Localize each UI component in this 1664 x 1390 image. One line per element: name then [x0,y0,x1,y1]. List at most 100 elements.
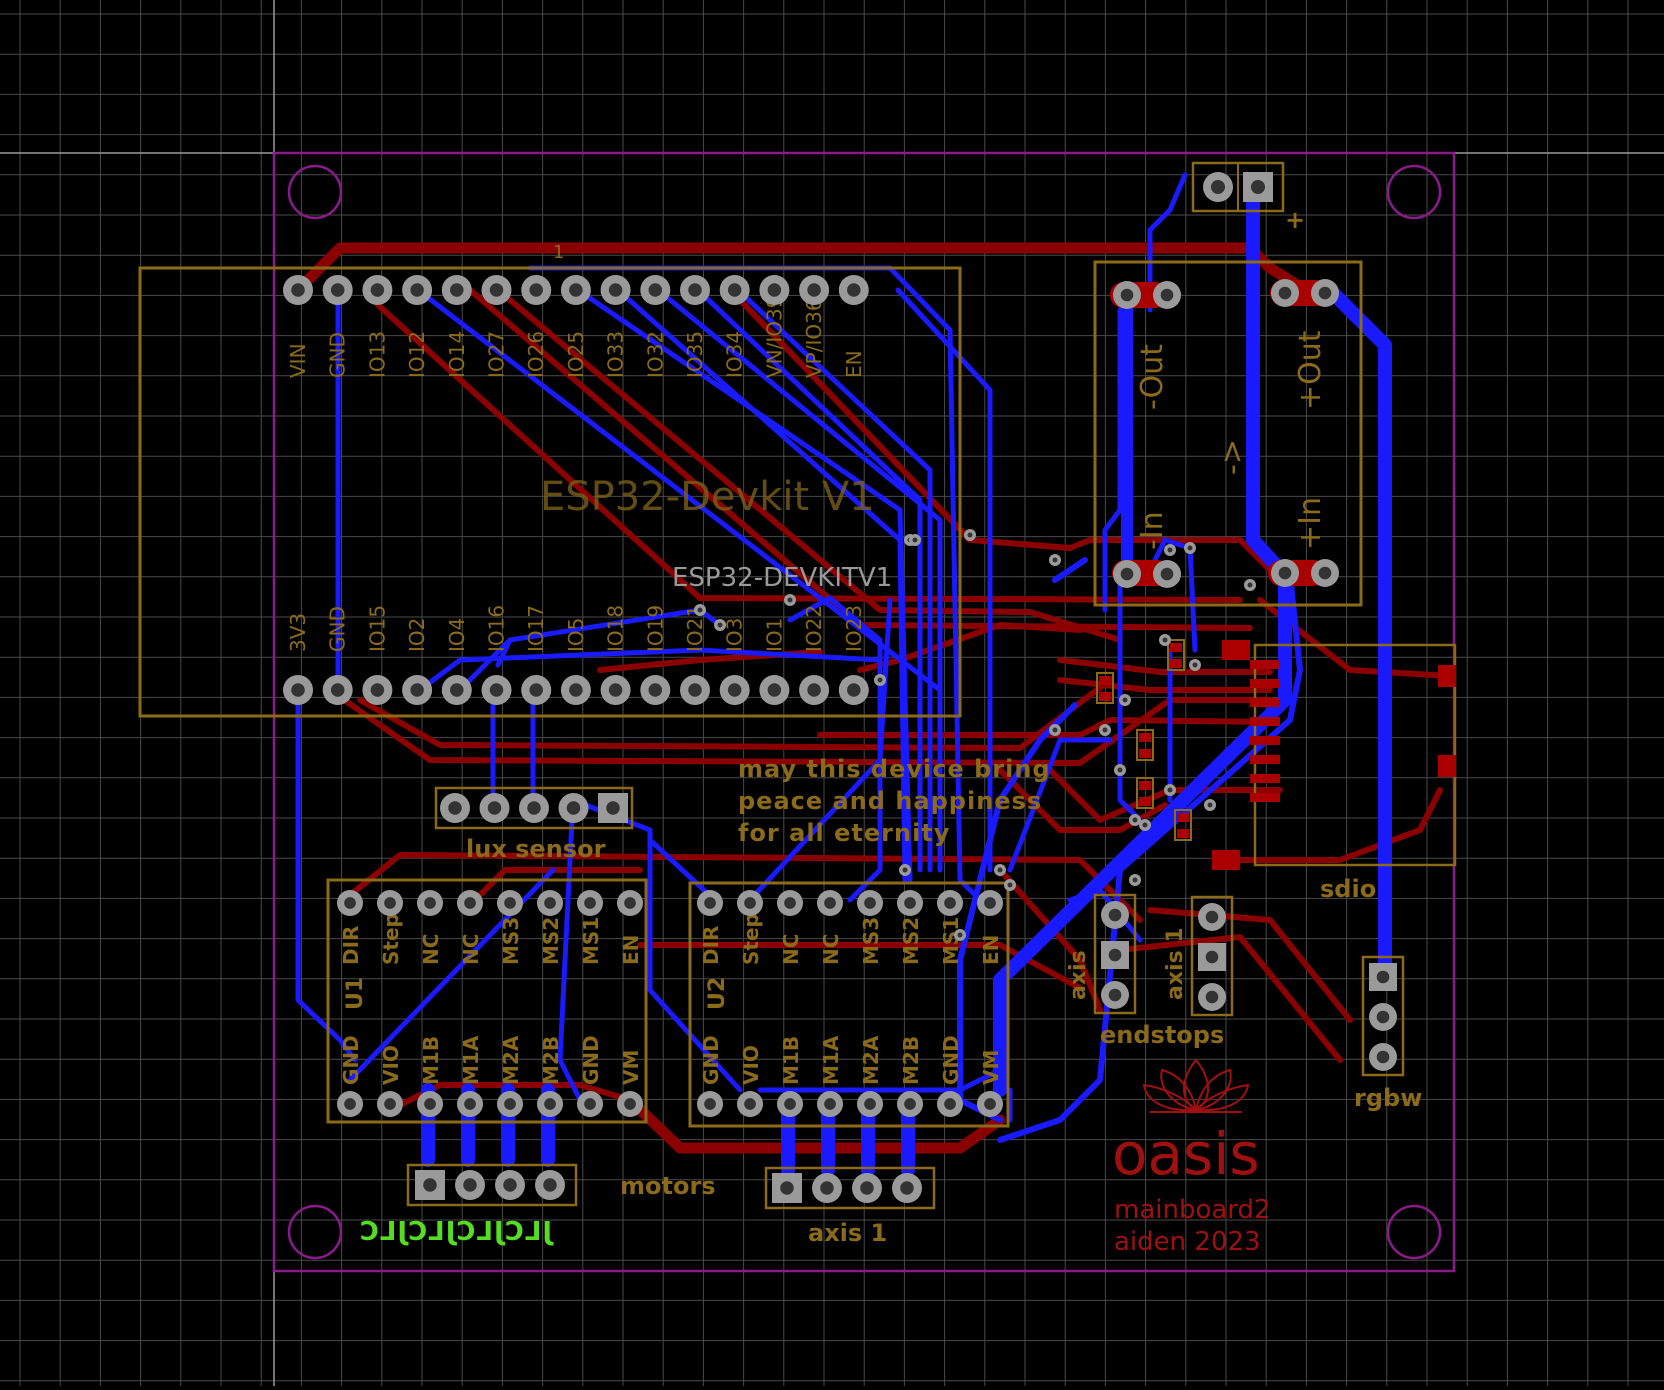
pin-label: NC [419,934,443,965]
smd-pad [1438,665,1456,687]
pad-hole [384,1098,396,1110]
blessing-line-3: for all eternity [738,819,950,847]
smd-pad [1438,755,1456,777]
pad-hole [529,283,543,297]
buck-converter[interactable]: -Out +Out -In +In -> [1093,260,1363,607]
pin-label: NC [779,934,803,965]
pad-hole [784,1098,796,1110]
pin-label: IO18 [604,605,628,652]
sdio-socket[interactable]: sdio [1212,640,1457,903]
via-hole [1167,787,1173,793]
via-hole [1167,547,1173,553]
pad-hole [487,801,502,815]
via-hole [1052,557,1058,563]
via-hole [1192,662,1198,668]
pad-hole [370,683,385,697]
pad-hole [544,1098,556,1110]
rgbw-outline [1361,955,1405,1077]
u2-pads [697,890,1003,1117]
pin-label: M1A [459,1035,483,1085]
pad-hole [1376,1010,1390,1024]
pin-label: IO16 [485,605,509,652]
pin-label: EN [619,935,643,965]
pad-hole [1160,567,1174,581]
axis1-connector[interactable]: axis 1 [764,1166,936,1247]
smd-component-pads [1099,643,1189,838]
pin-label: M2B [539,1036,563,1085]
via-hole [1142,822,1148,828]
pad-hole [344,897,356,909]
mounting-hole [287,164,343,220]
pin-label: VM [979,1050,1003,1085]
mirrored-legend: JLCJLCJLCJLC [359,1217,554,1247]
pin-label: MS2 [899,917,923,965]
pad-hole [847,683,861,697]
pin-label: IO27 [485,331,509,378]
pad-hole [450,283,464,297]
via-hole [912,537,918,543]
pin-label: VIO [379,1045,403,1085]
pad-hole [648,283,663,297]
pin-label: IO35 [683,331,707,378]
axis1-connector-outline [764,1166,936,1210]
pad-hole [529,683,543,697]
pad-hole [1205,990,1219,1004]
pad-hole [370,283,385,297]
pad-hole [944,897,956,909]
motors-connector[interactable]: motors [406,1163,716,1207]
pad-hole [860,1181,874,1195]
endstops-connectors[interactable]: axis axis 1 endstops [1066,893,1234,1049]
endstop-axis-outline [1093,893,1137,1015]
via-hole [1132,877,1138,883]
via-hole [1132,817,1138,823]
via-hole [1102,727,1108,733]
pad-hole [688,283,702,297]
pad-hole [624,1098,636,1110]
via-hole [967,532,973,538]
via-hole [697,607,703,613]
esp32-pads [283,275,869,705]
pad-hole [900,1181,914,1195]
smd-pad [1250,660,1280,669]
pad-hole [463,1178,477,1192]
pad-hole [1376,970,1390,984]
pad-hole [704,1098,716,1110]
pad-hole [648,683,663,697]
smd-pad [1250,793,1280,802]
via-hole [1247,582,1253,588]
pin-label: DIR [339,926,363,965]
via-hole [1122,697,1128,703]
blessing-text: may this device bring peace and happines… [738,755,1050,847]
motors-pads [415,1170,565,1200]
motors-connector-outline [406,1163,578,1207]
via-hole [1117,767,1123,773]
pin-label: IO2 [405,618,429,652]
pad-hole [784,897,796,909]
buck-converter-outline [1093,260,1363,607]
pin-label: GND [939,1035,963,1085]
pad-hole [584,1098,596,1110]
pad-hole [464,897,476,909]
pad-hole [608,683,623,697]
lux-sensor-connector[interactable]: lux sensor [434,786,634,863]
converter-pos-out: +Out [1293,330,1328,410]
endstop-axis-label: axis [1066,950,1091,1000]
pad-hole [1278,566,1292,580]
via-hole [717,622,723,628]
pad-hole [448,801,462,815]
pin-label: GND [699,1035,723,1085]
smd-pad [1250,717,1280,726]
power-connector[interactable]: + [1191,161,1305,234]
pin-label: IO3 [723,618,747,652]
pin-label: IO1 [762,618,786,652]
pad-hole [450,683,464,697]
pad-hole [1108,948,1122,962]
rgbw-connector[interactable]: rgbw [1354,955,1422,1112]
pad-hole [606,801,620,815]
